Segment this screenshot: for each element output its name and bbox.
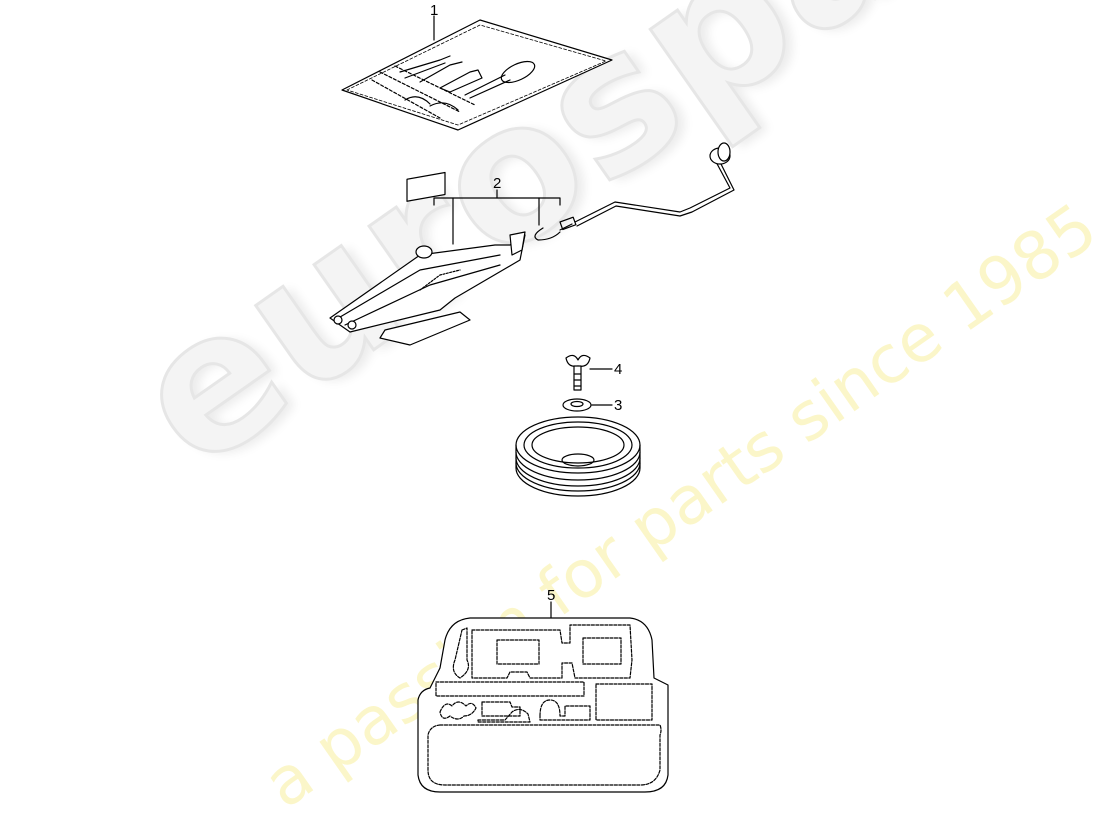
callout-2[interactable]: 2 xyxy=(493,175,501,192)
part-4-wing-bolt[interactable] xyxy=(565,354,613,391)
part-3-washer[interactable] xyxy=(562,398,613,412)
callout-4[interactable]: 4 xyxy=(614,361,622,378)
parts-diagram: 1 2 3 4 5 xyxy=(329,2,735,793)
spare-wheel[interactable] xyxy=(515,416,641,497)
part-5-foam-insert[interactable] xyxy=(417,601,669,793)
part-1-tool-bag[interactable] xyxy=(341,15,613,131)
callout-5[interactable]: 5 xyxy=(547,587,555,604)
callout-3[interactable]: 3 xyxy=(614,397,622,414)
callout-1[interactable]: 1 xyxy=(430,2,438,19)
part-2-car-jack[interactable] xyxy=(329,142,735,346)
